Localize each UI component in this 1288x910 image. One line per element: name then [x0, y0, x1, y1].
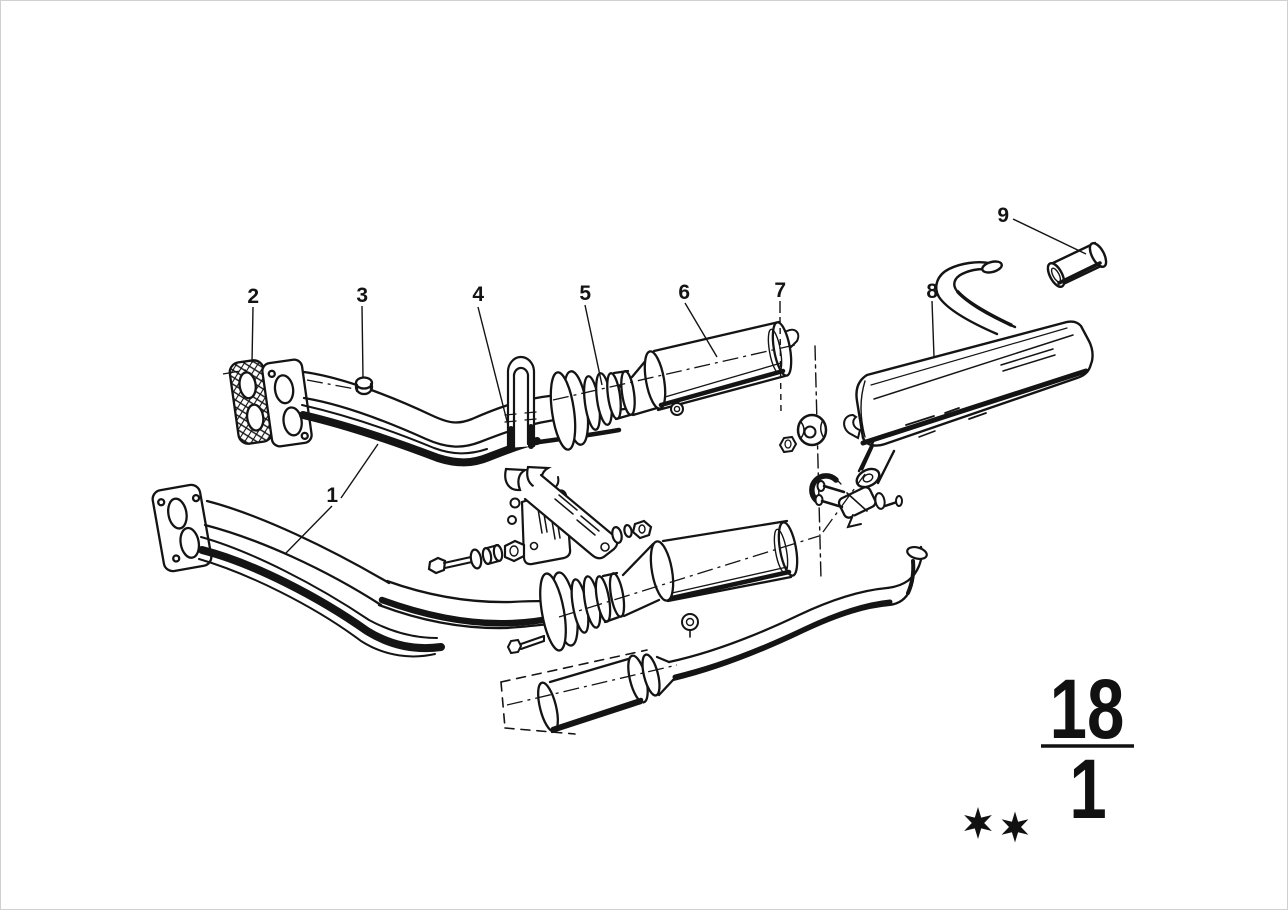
leader-2 [251, 306, 254, 364]
callout-label-4: 4 [472, 283, 484, 306]
hex-nut-3 [354, 376, 374, 396]
leader-7-dashed [779, 316, 782, 414]
leader-4 [477, 306, 511, 434]
lower-front-pipe-drawing [151, 483, 799, 658]
callout-label-7: 7 [774, 279, 785, 302]
leader-5 [584, 304, 603, 386]
callout-label-6: 6 [678, 281, 689, 304]
callout-label-5: 5 [579, 282, 591, 305]
pipe-clamp-flange [549, 370, 590, 451]
callout-labels: 1 2 3 4 5 6 7 8 9 [247, 204, 1009, 507]
leader-1b [340, 443, 379, 499]
sealing-rings [582, 369, 636, 431]
rating-stars [964, 807, 1029, 843]
front-pipe-flange [261, 358, 313, 448]
u-bolt-and-bracket-drawing [427, 355, 653, 575]
bolt-washer-nut-row [427, 539, 526, 575]
six-pointed-star-icon [964, 807, 992, 839]
callout-label-1: 1 [326, 484, 338, 507]
leader-8 [931, 300, 935, 358]
leader-1a [284, 505, 333, 555]
leader-3 [361, 305, 364, 379]
front-resonator [630, 320, 800, 417]
section-page-fraction: 18 1 [1041, 663, 1134, 837]
tail-pipe-tip [1046, 241, 1108, 289]
callout-label-8: 8 [926, 280, 938, 303]
muffler-inlet-stub [855, 440, 896, 489]
dashed-option-frame [500, 649, 648, 735]
page-number: 1 [1069, 743, 1106, 837]
six-pointed-star-icon [1001, 811, 1029, 843]
rear-resonator [621, 519, 799, 638]
section-number: 18 [1050, 663, 1125, 757]
callout-leaders [251, 218, 1087, 555]
hanger-hardware-drawing [778, 345, 903, 580]
axis-lines [222, 343, 866, 706]
callout-label-2: 2 [247, 285, 258, 308]
leader-9 [1012, 218, 1087, 255]
callout-label-9: 9 [997, 204, 1008, 227]
callout-label-3: 3 [356, 284, 367, 307]
muffler-outlet-s-pipe [935, 260, 1017, 336]
muffler-drawing [843, 241, 1108, 489]
leader-6 [684, 302, 718, 358]
alternative-tailpipe-drawing [500, 545, 928, 735]
rubber-mount-ring [796, 413, 828, 447]
lower-flange [151, 483, 213, 573]
